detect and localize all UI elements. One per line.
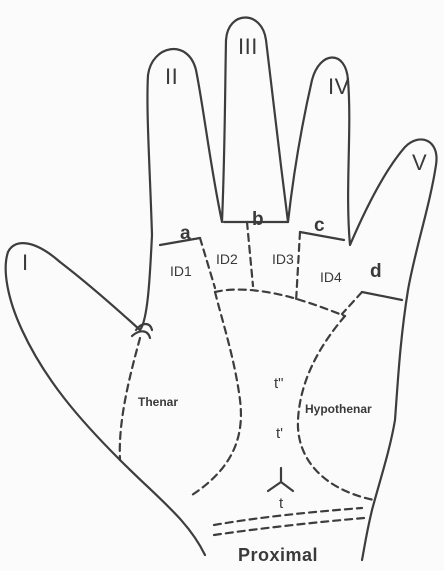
id1-id2-boundary: [200, 238, 215, 288]
triradius-c-label: c: [314, 216, 325, 235]
interdigital-id3-label: ID3: [272, 252, 294, 266]
hand-outline: [6, 18, 437, 561]
interdigital-id4-label: ID4: [320, 270, 342, 284]
triradius-b-label: b: [252, 210, 264, 229]
interdigital-id2-label: ID2: [216, 252, 238, 266]
hypothenar-label: Hypothenar: [305, 403, 372, 415]
interdigital-base-line: [215, 290, 345, 316]
finger-label-i: I: [22, 252, 29, 274]
finger-label-ii: II: [165, 66, 178, 88]
triradius-a-label: a: [180, 224, 191, 243]
axial-triradius-symbol: [268, 468, 293, 491]
wrist-crease-2: [214, 518, 364, 535]
finger-label-v: V: [412, 152, 427, 174]
wrist-crease-1: [214, 508, 362, 525]
id2-id3-boundary: [247, 222, 253, 286]
axial-triradius-t-double-prime-label: t": [274, 376, 284, 391]
triradius-d-label: d: [370, 262, 382, 281]
id4-d-boundary: [342, 292, 362, 314]
thenar-outer-boundary: [120, 338, 140, 460]
finger-label-iii: III: [238, 36, 258, 58]
finger-label-iv: IV: [328, 76, 350, 98]
crease-d: [362, 292, 402, 300]
thumb-crease-2: [132, 331, 150, 338]
axial-triradius-t-prime-label: t': [276, 426, 283, 441]
proximal-label: Proximal: [238, 546, 318, 564]
interdigital-id1-label: ID1: [170, 264, 192, 278]
thenar-boundary: [192, 292, 241, 495]
thenar-label: Thenar: [138, 396, 178, 408]
axial-triradius-t-label: t: [279, 496, 283, 511]
id3-id4-boundary: [296, 232, 300, 302]
